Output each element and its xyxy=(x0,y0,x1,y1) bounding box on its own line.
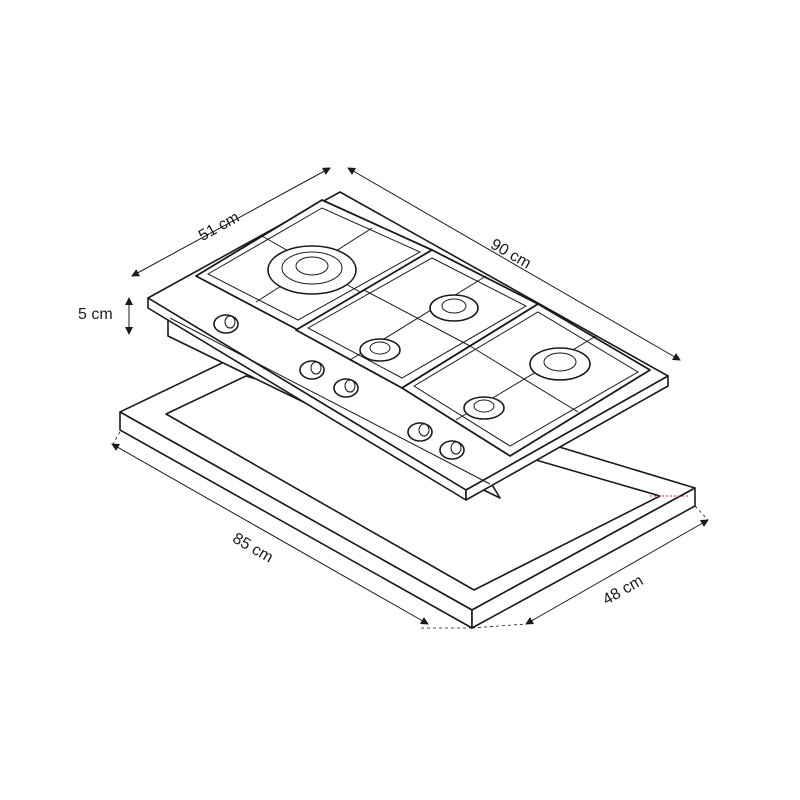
knob-3 xyxy=(333,378,359,398)
knob-4 xyxy=(407,422,433,442)
dimension-lines xyxy=(111,167,709,629)
label-height: 5 cm xyxy=(78,306,113,323)
knob-2 xyxy=(299,360,325,380)
burner-wok xyxy=(267,245,357,295)
burner-center-front xyxy=(359,338,401,362)
burner-right-front xyxy=(463,396,505,420)
dim-cutout-depth-line xyxy=(525,519,709,625)
hob-right-edge xyxy=(465,375,669,501)
burner-center-back xyxy=(429,294,479,322)
dim-cutout-width-line xyxy=(111,443,429,625)
control-knobs xyxy=(213,314,465,460)
knob-1 xyxy=(213,314,239,334)
knob-5 xyxy=(439,440,465,460)
dim-width-line xyxy=(347,167,681,361)
burner-right-back xyxy=(529,347,591,381)
dim-depth-line xyxy=(131,167,331,277)
